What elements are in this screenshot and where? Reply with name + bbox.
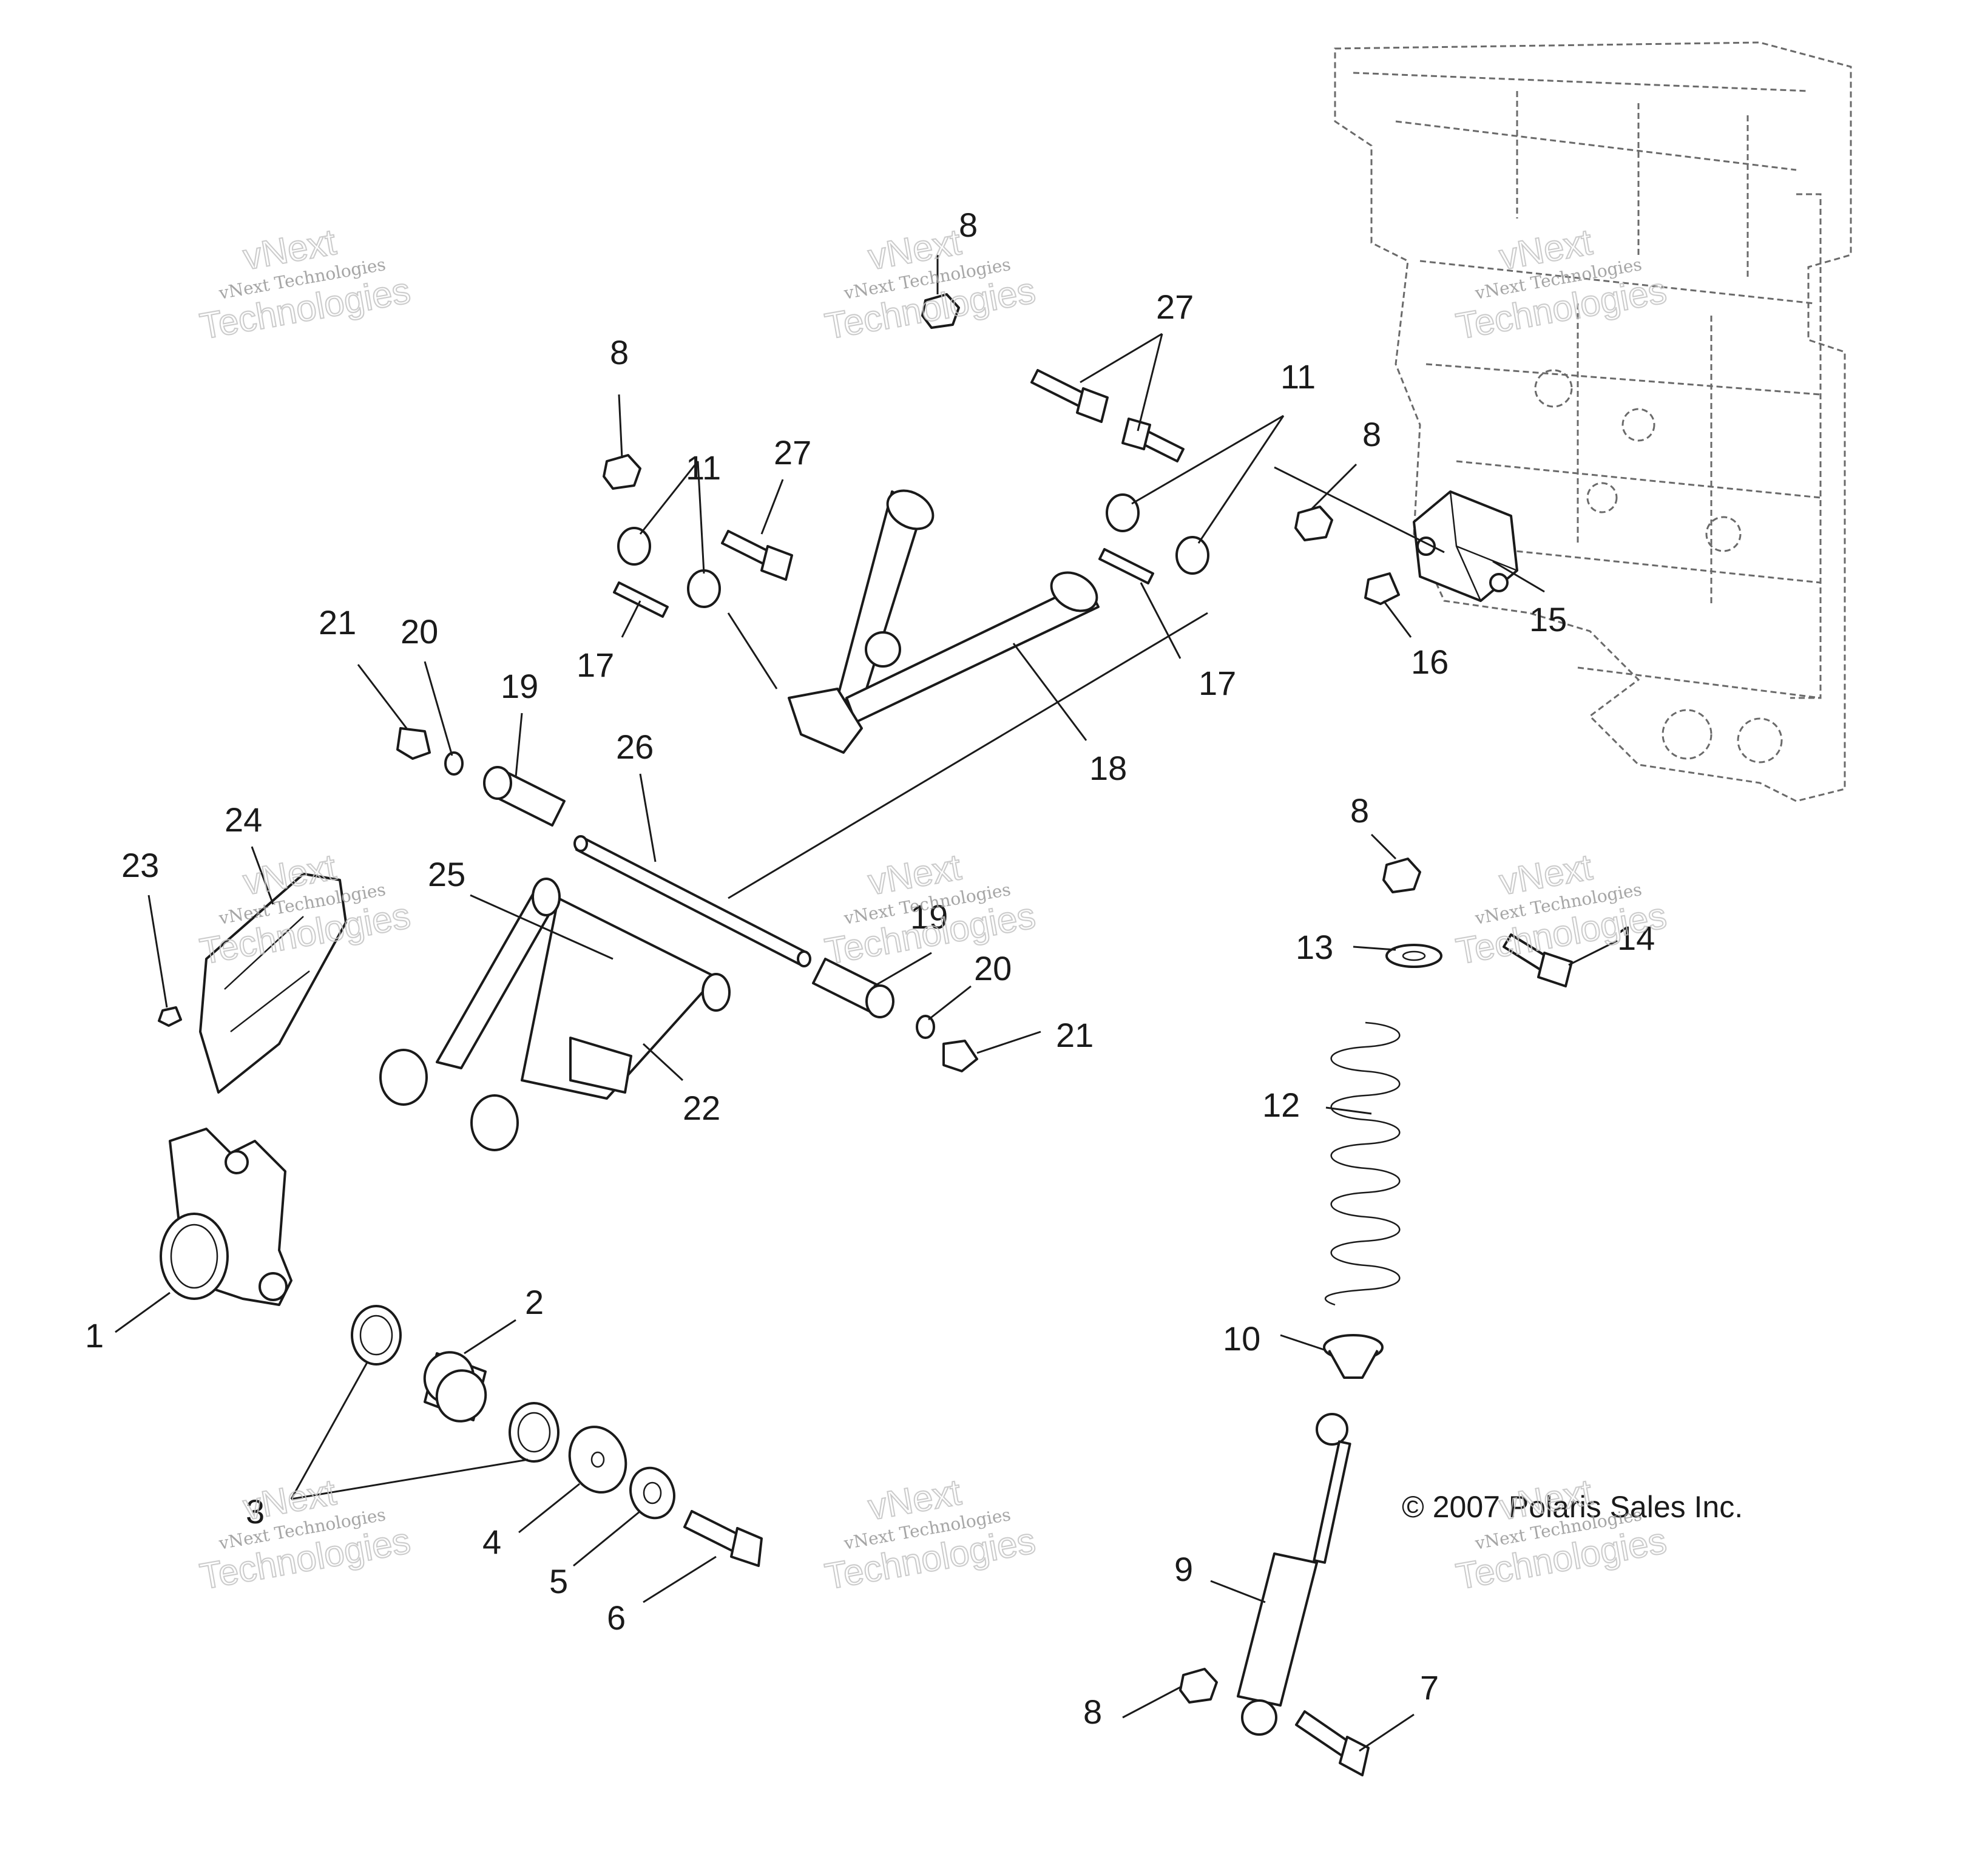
- callout-21-right: 21: [1056, 1016, 1094, 1054]
- callout-2: 2: [525, 1283, 544, 1321]
- callout-13: 13: [1296, 928, 1333, 966]
- callout-25: 25: [428, 855, 465, 893]
- watermark-9: vNext vNext Technologies Technologies: [1453, 1471, 1671, 1598]
- bolt-14-part: [1503, 933, 1573, 987]
- callout-19-left: 19: [501, 667, 538, 705]
- watermark-7: vNext vNext Technologies Technologies: [197, 1471, 414, 1598]
- large-washer-part: [568, 1426, 627, 1494]
- callout-12: 12: [1262, 1086, 1300, 1124]
- watermark-6: vNext vNext Technologies Technologies: [1453, 846, 1671, 973]
- lower-spring-seat-part: [1323, 1334, 1384, 1379]
- upper-a-arm-part: [788, 489, 1100, 754]
- watermark-4: vNext vNext Technologies Technologies: [197, 846, 414, 973]
- bolt-7-part: [1295, 1710, 1370, 1776]
- callout-27-left: 27: [774, 433, 811, 472]
- callout-17-right: 17: [1199, 664, 1236, 702]
- callout-11-left: 11: [686, 448, 721, 487]
- callout-18: 18: [1089, 749, 1127, 787]
- callout-15: 15: [1529, 600, 1567, 638]
- copyright-notice: © 2007 Polaris Sales Inc.: [1402, 1490, 1743, 1524]
- watermark-1: vNext vNext Technologies Technologies: [197, 221, 414, 348]
- callout-8-spring: 8: [1350, 791, 1369, 830]
- callout-11-right: 11: [1280, 357, 1316, 396]
- bolt-27-parts: [721, 369, 1185, 581]
- callout-8-top: 8: [959, 206, 978, 244]
- a-arm-guard-part: [199, 873, 347, 1094]
- bearing-carrier-part: [160, 1128, 292, 1306]
- shock-mount-bracket-part: [1413, 490, 1518, 602]
- callout-labels: 1 2 3 4 5 6 7 8 8 8 8 8 9 10 11 11 12 13…: [85, 206, 1655, 1731]
- callout-9: 9: [1174, 1550, 1193, 1588]
- callout-17-left: 17: [576, 646, 614, 684]
- callout-24: 24: [225, 800, 262, 839]
- callout-10: 10: [1223, 1319, 1260, 1358]
- pin-17-parts: [613, 548, 1154, 618]
- callout-23: 23: [121, 846, 159, 884]
- washer-20-parts: [444, 751, 935, 1039]
- callout-4: 4: [482, 1523, 501, 1561]
- callout-14: 14: [1617, 919, 1655, 957]
- sleeve-19-parts: [483, 766, 894, 1018]
- callout-7: 7: [1420, 1668, 1439, 1707]
- watermarks: vNext vNext Technologies Technologies vN…: [197, 221, 1671, 1598]
- bushing-pair-part: [351, 1305, 560, 1463]
- shock-absorber-part: [1237, 1413, 1351, 1736]
- coil-spring-part: [1324, 1021, 1401, 1306]
- watermark-2: vNext vNext Technologies Technologies: [822, 221, 1040, 348]
- callout-21-left: 21: [319, 603, 356, 641]
- small-washer-part: [629, 1466, 675, 1520]
- callout-27-right: 27: [1156, 288, 1194, 326]
- callout-26: 26: [616, 728, 654, 766]
- leader-lines: [115, 255, 1618, 1752]
- bolt-6-part: [683, 1510, 763, 1567]
- callout-8-right: 8: [1362, 415, 1381, 453]
- nut-parts: [603, 293, 1421, 1704]
- callout-20-left: 20: [401, 612, 438, 651]
- callout-22: 22: [683, 1089, 720, 1127]
- callout-1: 1: [85, 1316, 104, 1355]
- bushing-11-parts: [617, 493, 1209, 608]
- callout-16: 16: [1411, 643, 1449, 681]
- screw-23-part: [158, 1006, 182, 1027]
- callout-5: 5: [549, 1562, 568, 1600]
- lower-a-arm-part: [379, 878, 731, 1151]
- vehicle-frame-outline: [1334, 41, 1852, 802]
- upper-spring-seat-part: [1385, 944, 1442, 968]
- callout-8-upper-left: 8: [610, 333, 629, 371]
- callout-8-bottom: 8: [1083, 1693, 1102, 1731]
- bolt-21-parts: [396, 727, 978, 1072]
- bushing-sleeve-part: [423, 1351, 487, 1423]
- watermark-8: vNext vNext Technologies Technologies: [822, 1471, 1040, 1598]
- pivot-shaft-part: [573, 835, 811, 967]
- watermark-3: vNext vNext Technologies Technologies: [1453, 221, 1671, 348]
- callout-19-right: 19: [910, 898, 948, 936]
- callout-20-right: 20: [974, 949, 1012, 987]
- bolt-16-part: [1364, 572, 1400, 605]
- callout-3: 3: [246, 1492, 265, 1531]
- callout-6: 6: [607, 1599, 626, 1637]
